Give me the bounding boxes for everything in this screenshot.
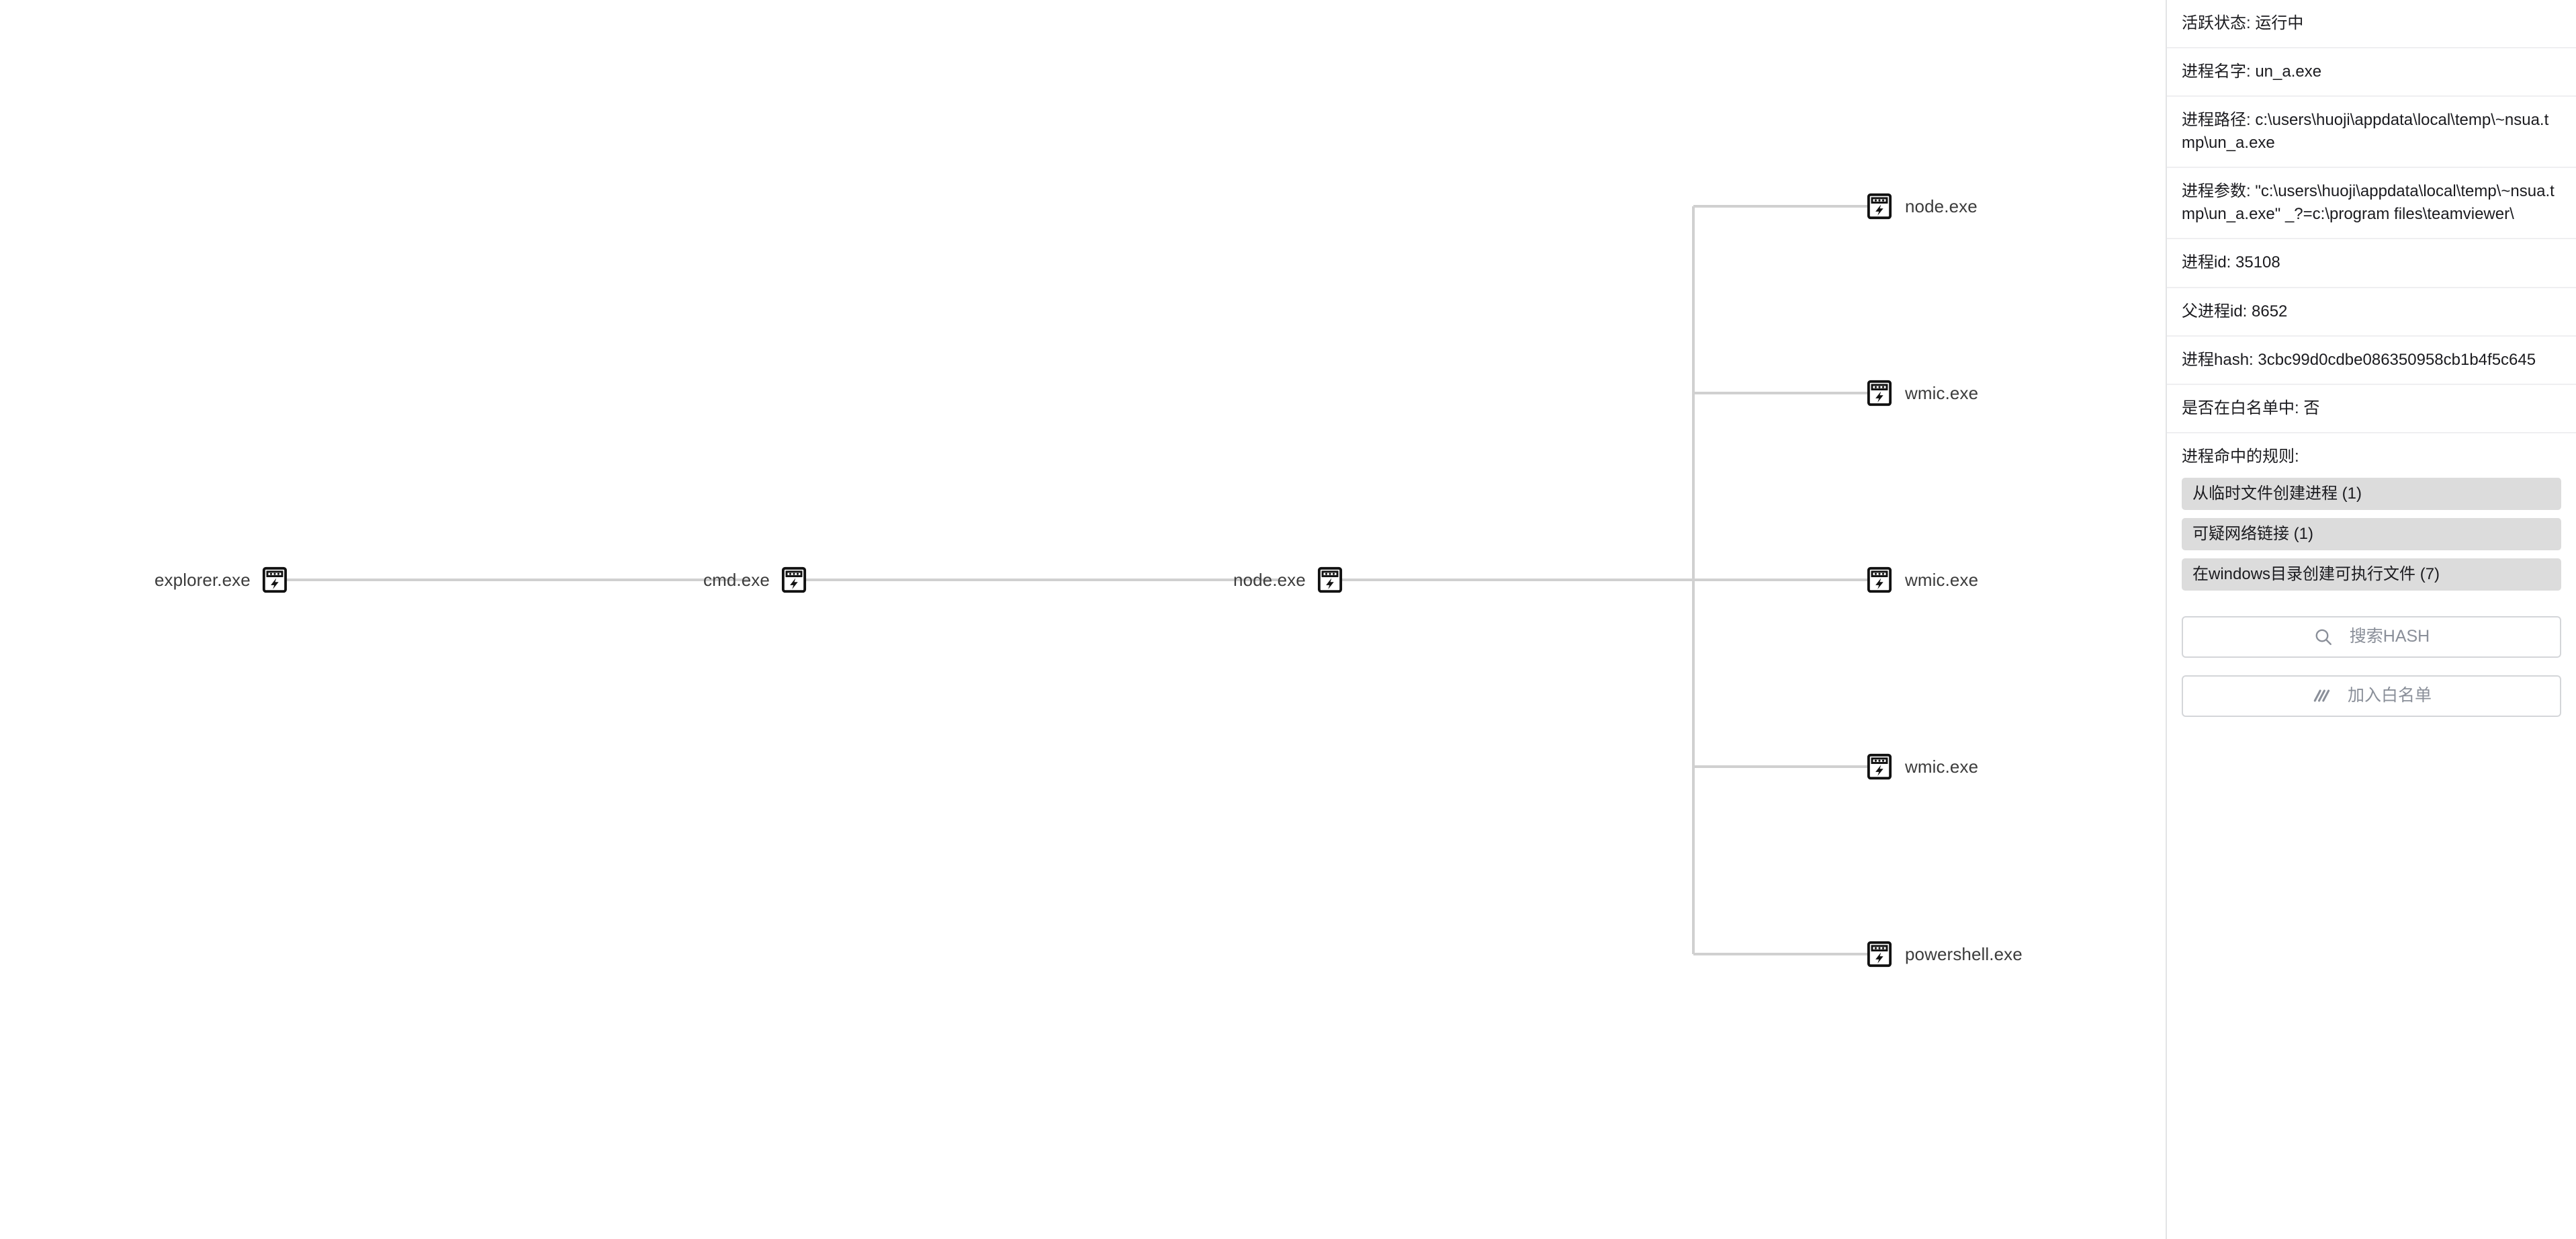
detail-row-parent-process-id: 父进程id: 8652 bbox=[2167, 288, 2576, 337]
process-node-cmd-exe[interactable]: cmd.exe bbox=[703, 565, 809, 595]
process-node-label: node.exe bbox=[1233, 570, 1306, 590]
process-node-wmic-exe-2[interactable]: wmic.exe bbox=[1865, 565, 1978, 595]
console-lightning-icon bbox=[1867, 380, 1892, 407]
parent-process-id-text: 父进程id: 8652 bbox=[2182, 302, 2288, 321]
process-node-label: explorer.exe bbox=[154, 570, 251, 590]
detail-row-process-id: 进程id: 35108 bbox=[2167, 239, 2576, 288]
detail-row-matched-rules: 进程命中的规则: 从临时文件创建进程 (1) 可疑网络链接 (1) 在windo… bbox=[2167, 433, 2576, 605]
detail-row-process-args: 进程参数: "c:\users\huoji\appdata\local\temp… bbox=[2167, 168, 2576, 240]
search-hash-label: 搜索HASH bbox=[2349, 627, 2430, 646]
rule-chip[interactable]: 从临时文件创建进程 (1) bbox=[2182, 477, 2561, 510]
tree-edges bbox=[263, 205, 1879, 955]
process-node-label: node.exe bbox=[1905, 196, 1978, 216]
detail-row-process-hash: 进程hash: 3cbc99d0cdbe086350958cb1b4f5c645 bbox=[2167, 337, 2576, 385]
matched-rules-title: 进程命中的规则: bbox=[2182, 447, 2299, 466]
detail-row-active-state: 活跃状态: 运行中 bbox=[2167, 0, 2576, 49]
console-lightning-icon bbox=[1867, 941, 1892, 968]
detail-row-in-whitelist: 是否在白名单中: 否 bbox=[2167, 385, 2576, 433]
rule-chip[interactable]: 可疑网络链接 (1) bbox=[2182, 517, 2561, 550]
process-node-node-exe-parent[interactable]: node.exe bbox=[1233, 565, 1345, 595]
rule-chip[interactable]: 在windows目录创建可执行文件 (7) bbox=[2182, 558, 2561, 591]
process-node-wmic-exe-3[interactable]: wmic.exe bbox=[1865, 752, 1978, 781]
detail-row-process-path: 进程路径: c:\users\huoji\appdata\local\temp\… bbox=[2167, 97, 2576, 169]
process-name-text: 进程名字: un_a.exe bbox=[2182, 62, 2322, 81]
console-lightning-icon bbox=[1867, 193, 1892, 220]
search-icon bbox=[2315, 629, 2331, 645]
process-hash-text: 进程hash: 3cbc99d0cdbe086350958cb1b4f5c645 bbox=[2182, 350, 2536, 369]
add-whitelist-label: 加入白名单 bbox=[2347, 686, 2432, 706]
console-lightning-icon bbox=[1867, 566, 1892, 593]
detail-row-process-name: 进程名字: un_a.exe bbox=[2167, 48, 2576, 97]
process-args-text: 进程参数: "c:\users\huoji\appdata\local\temp… bbox=[2182, 182, 2555, 224]
process-details-panel: 活跃状态: 运行中 进程名字: un_a.exe 进程路径: c:\users\… bbox=[2166, 0, 2576, 1239]
panel-actions: 搜索HASH 加入白名单 bbox=[2167, 605, 2576, 717]
process-node-explorer-exe[interactable]: explorer.exe bbox=[154, 565, 290, 595]
process-node-label: powershell.exe bbox=[1905, 944, 2023, 964]
hatch-stripes-icon bbox=[2313, 689, 2330, 702]
process-node-node-exe-child[interactable]: node.exe bbox=[1865, 191, 1978, 221]
console-lightning-icon bbox=[781, 566, 807, 593]
active-state-text: 活跃状态: 运行中 bbox=[2182, 14, 2304, 32]
console-lightning-icon bbox=[262, 566, 287, 593]
add-whitelist-button[interactable]: 加入白名单 bbox=[2182, 675, 2561, 717]
console-lightning-icon bbox=[1867, 753, 1892, 780]
process-node-wmic-exe-1[interactable]: wmic.exe bbox=[1865, 378, 1978, 408]
process-node-label: wmic.exe bbox=[1905, 757, 1979, 777]
process-node-label: wmic.exe bbox=[1905, 383, 1979, 403]
process-path-text: 进程路径: c:\users\huoji\appdata\local\temp\… bbox=[2182, 111, 2549, 153]
process-id-text: 进程id: 35108 bbox=[2182, 253, 2280, 272]
console-lightning-icon bbox=[1317, 566, 1342, 593]
search-hash-button[interactable]: 搜索HASH bbox=[2182, 615, 2561, 658]
process-node-label: wmic.exe bbox=[1905, 570, 1979, 590]
process-node-label: cmd.exe bbox=[703, 570, 770, 590]
process-node-powershell-exe[interactable]: powershell.exe bbox=[1865, 939, 2023, 969]
process-tree-canvas: explorer.exe cmd.exe bbox=[154, 191, 2023, 969]
in-whitelist-text: 是否在白名单中: 否 bbox=[2182, 398, 2320, 417]
